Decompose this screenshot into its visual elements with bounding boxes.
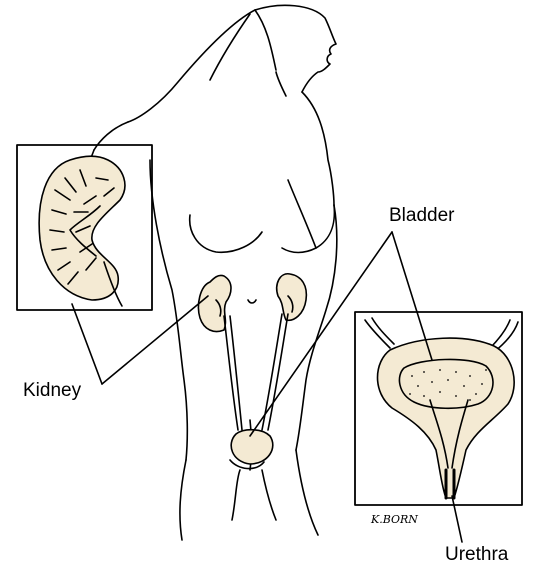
urethra-leader-line	[452, 496, 462, 542]
kidney-label: Kidney	[23, 381, 81, 400]
bladder-label: Bladder	[389, 206, 455, 225]
bladder-cross-section	[365, 318, 518, 498]
bladder-in-body	[231, 430, 273, 464]
urethra-label: Urethra	[445, 545, 508, 564]
artist-signature: K.BORN	[371, 513, 418, 526]
left-kidney	[198, 275, 231, 331]
right-kidney	[277, 274, 307, 321]
kidney-cross-section	[39, 156, 125, 306]
right-ureter-inner	[268, 314, 288, 430]
